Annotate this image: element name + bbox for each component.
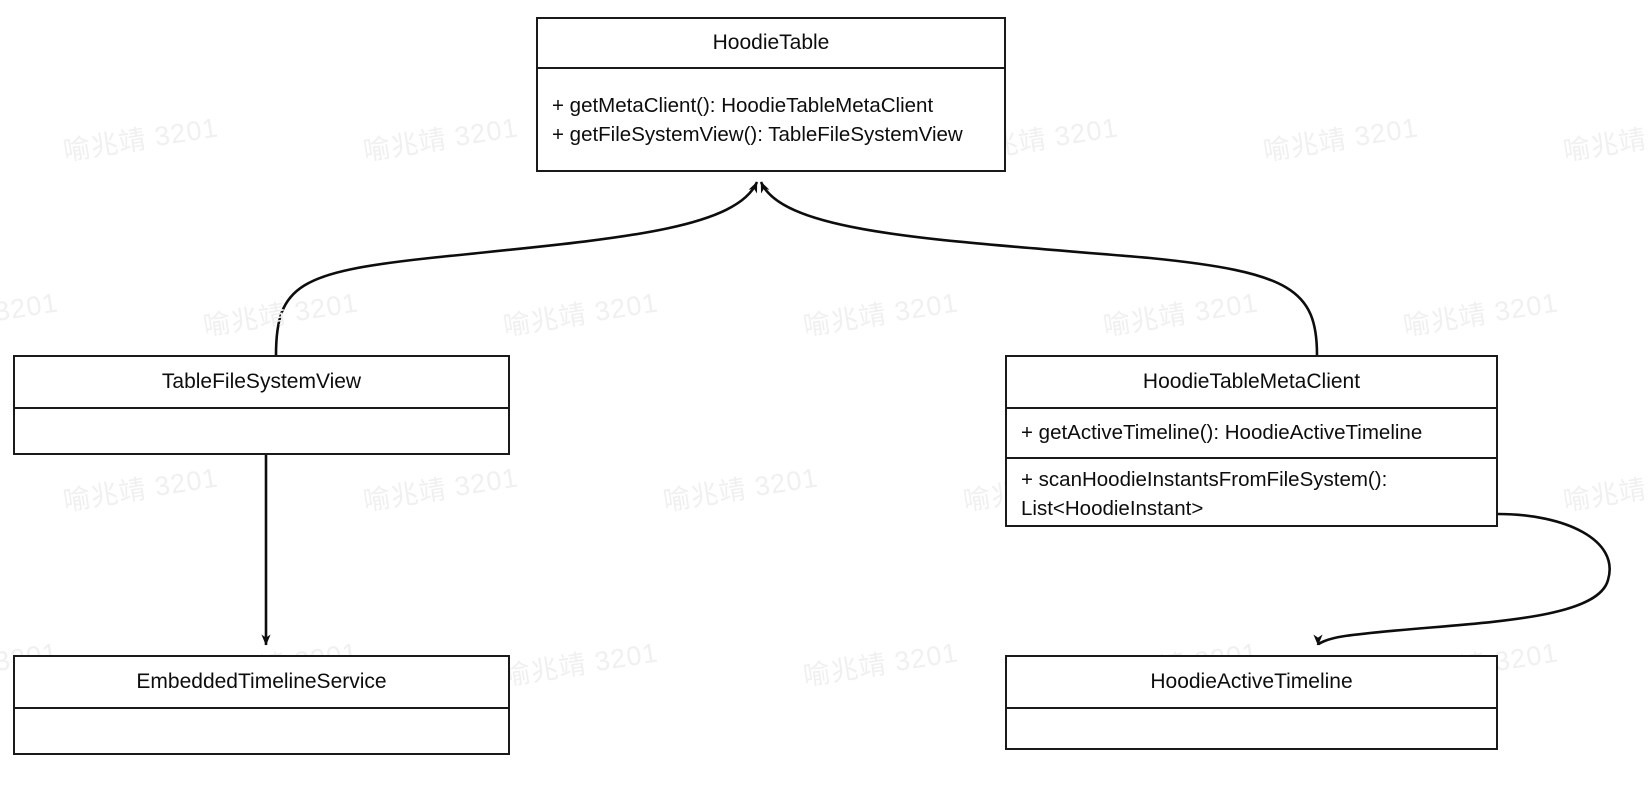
member-0-hoodie-table: + getMetaClient(): HoodieTableMetaClient [552, 93, 934, 117]
class-box-hoodie-active-timeline[interactable]: HoodieActiveTimeline [1005, 655, 1498, 750]
class-box-table-file-system-view[interactable]: TableFileSystemView [13, 355, 510, 455]
member-0-hoodie-table-meta-client: + getActiveTimeline(): HoodieActiveTimel… [1021, 421, 1423, 445]
compartment-1-hoodie-table-meta-client: + scanHoodieInstantsFromFileSystem(): Li… [1007, 457, 1496, 529]
class-box-embedded-timeline-service[interactable]: EmbeddedTimelineService [13, 655, 510, 755]
compartment-0-embedded-timeline-service [15, 707, 508, 757]
compartment-0-hoodie-table-meta-client: + getActiveTimeline(): HoodieActiveTimel… [1007, 407, 1496, 457]
class-name-hoodie-table: HoodieTable [712, 31, 830, 54]
class-name-hoodie-active-timeline: HoodieActiveTimeline [1150, 670, 1353, 693]
class-box-hoodie-table-meta-client[interactable]: HoodieTableMetaClient + getActiveTimeline… [1005, 355, 1498, 527]
edge-hoodietablemetaclient-to-hoodieactivetimeline [1313, 512, 1611, 646]
edge-tablefilesystemview-to-hoodietable [274, 181, 759, 356]
class-name-embedded-timeline-service: EmbeddedTimelineService [136, 670, 387, 693]
member-0-hoodie-table-meta-client: + scanHoodieInstantsFromFileSystem(): Li… [1021, 467, 1388, 520]
class-name-table-file-system-view: TableFileSystemView [161, 370, 362, 393]
compartment-0-hoodie-active-timeline [1007, 707, 1496, 752]
class-box-hoodie-table[interactable]: HoodieTable + getMetaClient(): HoodieTabl… [536, 17, 1006, 172]
class-name-hoodie-table-meta-client: HoodieTableMetaClient [1142, 370, 1361, 393]
edge-hoodietablemetaclient-to-hoodietable [759, 181, 1319, 356]
compartment-0-table-file-system-view [15, 407, 508, 457]
member-1-hoodie-table: + getFileSystemView(): TableFileSystemVi… [552, 123, 963, 146]
compartment-0-hoodie-table: + getMetaClient(): HoodieTableMetaClient… [538, 67, 1004, 171]
